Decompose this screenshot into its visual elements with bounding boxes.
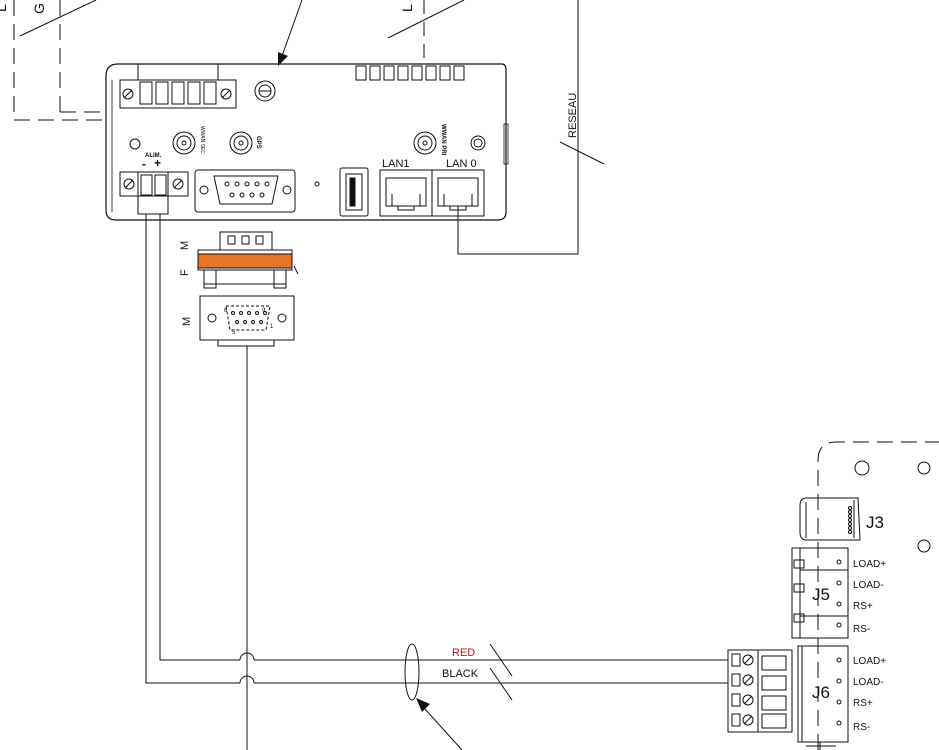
lan-ports [379, 169, 485, 217]
j5-pin-2: LOAD- [853, 580, 884, 591]
power-cables [145, 214, 728, 701]
top-fragment-mid: L [399, 4, 415, 12]
top-terminal-block [119, 63, 237, 109]
adapter-male-label: M [179, 241, 191, 250]
router-body [105, 63, 509, 221]
gender-changer [197, 231, 299, 289]
board-outline [817, 441, 939, 750]
alim-plus: + [154, 156, 161, 170]
red-wire-label: RED [452, 647, 475, 659]
top-left-enclosure [13, 0, 106, 121]
gps-connector [229, 131, 253, 155]
led-indicator [470, 135, 486, 151]
j3-label: J3 [866, 513, 884, 532]
j6-label: J6 [812, 683, 830, 702]
db9-male-plug [199, 295, 295, 347]
alim-minus: - [142, 157, 146, 171]
pin-9-label: 9 [262, 308, 266, 314]
wwan-sec-label: WWAN SEC [199, 126, 205, 154]
j6-connector [727, 645, 849, 750]
pointer-arrow-top [278, 0, 303, 66]
small-dot [314, 181, 320, 187]
orange-band [197, 253, 293, 269]
adapter-female-label: F [179, 269, 191, 276]
db9-male-label: M [181, 317, 193, 326]
lan0-label: LAN 0 [446, 158, 477, 170]
j5-connector [791, 547, 849, 639]
wwan-sec-connector [172, 131, 196, 155]
top-fragment-left: G [31, 3, 47, 14]
alim-label: ALIM. [145, 153, 162, 159]
top-fragment-left2: L [0, 4, 9, 12]
top-knob [254, 80, 276, 102]
network-cable [457, 141, 605, 255]
black-wire-label: BLACK [442, 668, 479, 680]
j5-pin-1: LOAD+ [853, 559, 886, 570]
pin-6-label: 6 [224, 308, 228, 314]
usb-port [339, 167, 369, 217]
lan1-label: LAN1 [382, 158, 410, 170]
pin-5-label: 5 [232, 330, 236, 336]
j6-pin-1: LOAD+ [853, 656, 886, 667]
wwan-pri-connector [413, 131, 437, 155]
gps-label: GPS [255, 136, 261, 149]
alim-terminal [119, 171, 189, 215]
top-mid-lines [387, 0, 579, 254]
j6-pin-3: RS+ [853, 698, 873, 709]
pin-1-label: 1 [270, 324, 274, 330]
db9-port [194, 169, 296, 213]
vent-slots [355, 65, 465, 81]
pointer-arrow-bottom [416, 698, 463, 750]
j5-label: J5 [812, 585, 830, 604]
wwan-pri-label: WWAN PRI [440, 124, 446, 156]
network-label: RESEAU [567, 93, 579, 138]
j3-connector [799, 497, 861, 541]
j5-pin-3: RS+ [853, 601, 873, 612]
j6-pin-4: RS- [853, 722, 870, 733]
j6-pin-2: LOAD- [853, 677, 884, 688]
mount-hole-left [129, 138, 141, 150]
j5-pin-4: RS- [853, 624, 870, 635]
